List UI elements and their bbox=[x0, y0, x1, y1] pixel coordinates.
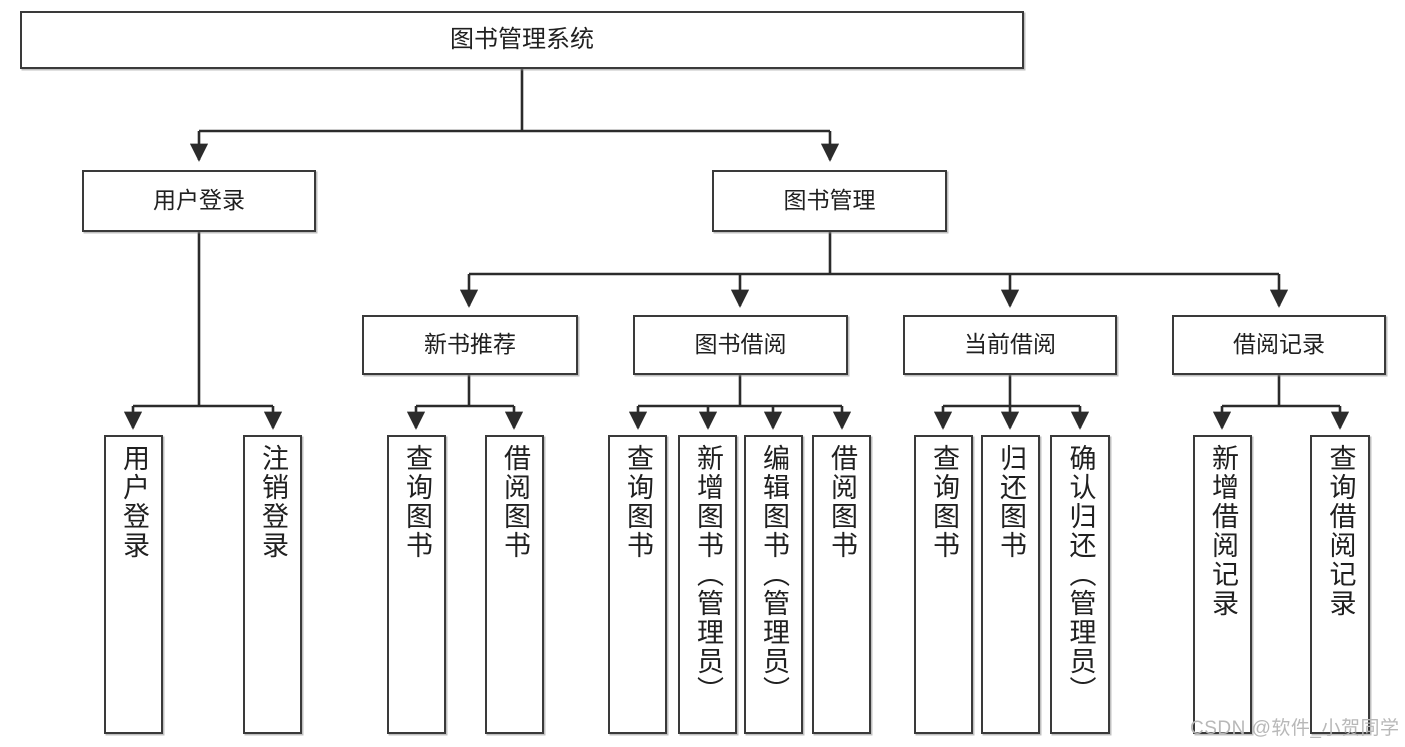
node-leaf-query-book-1-label: 查询图书 bbox=[402, 444, 432, 560]
node-leaf-borrow-book-1-label: 借阅图书 bbox=[500, 444, 530, 560]
node-root-label: 图书管理系统 bbox=[450, 25, 594, 53]
node-leaf-user-login[interactable]: 用户登录 bbox=[104, 435, 163, 734]
node-leaf-add-record[interactable]: 新增借阅记录 bbox=[1193, 435, 1252, 734]
node-leaf-borrow-book-2[interactable]: 借阅图书 bbox=[812, 435, 871, 734]
node-new-book-recommend[interactable]: 新书推荐 bbox=[362, 315, 578, 375]
node-root[interactable]: 图书管理系统 bbox=[20, 11, 1024, 69]
node-current-borrow[interactable]: 当前借阅 bbox=[903, 315, 1117, 375]
node-leaf-query-book-3-label: 查询图书 bbox=[929, 444, 959, 560]
node-leaf-borrow-book-1[interactable]: 借阅图书 bbox=[485, 435, 544, 734]
node-borrow-record[interactable]: 借阅记录 bbox=[1172, 315, 1386, 375]
node-leaf-query-record[interactable]: 查询借阅记录 bbox=[1310, 435, 1370, 734]
node-leaf-user-login-label: 用户登录 bbox=[119, 444, 149, 560]
node-leaf-edit-book[interactable]: 编辑图书（管理员） bbox=[744, 435, 803, 734]
node-current-borrow-label: 当前借阅 bbox=[964, 331, 1056, 358]
node-leaf-query-book-3[interactable]: 查询图书 bbox=[914, 435, 973, 734]
node-leaf-add-record-label: 新增借阅记录 bbox=[1208, 444, 1238, 618]
node-leaf-add-book-label: 新增图书（管理员） bbox=[693, 444, 723, 705]
node-leaf-query-book-1[interactable]: 查询图书 bbox=[387, 435, 446, 734]
node-leaf-user-logout-label: 注销登录 bbox=[258, 444, 288, 560]
node-new-book-recommend-label: 新书推荐 bbox=[424, 331, 516, 358]
node-book-manage[interactable]: 图书管理 bbox=[712, 170, 947, 232]
node-book-manage-label: 图书管理 bbox=[783, 187, 876, 214]
node-leaf-query-book-2-label: 查询图书 bbox=[623, 444, 653, 560]
node-user-login[interactable]: 用户登录 bbox=[82, 170, 316, 232]
node-leaf-return-book[interactable]: 归还图书 bbox=[981, 435, 1040, 734]
node-leaf-query-record-label: 查询借阅记录 bbox=[1325, 444, 1356, 618]
node-borrow-record-label: 借阅记录 bbox=[1233, 331, 1325, 358]
node-leaf-return-book-label: 归还图书 bbox=[996, 444, 1026, 560]
node-leaf-confirm-return[interactable]: 确认归还（管理员） bbox=[1050, 435, 1110, 734]
node-book-borrow-label: 图书借阅 bbox=[694, 331, 787, 358]
node-leaf-add-book[interactable]: 新增图书（管理员） bbox=[678, 435, 737, 734]
node-book-borrow[interactable]: 图书借阅 bbox=[633, 315, 848, 375]
node-leaf-borrow-book-2-label: 借阅图书 bbox=[827, 444, 857, 560]
node-leaf-confirm-return-label: 确认归还（管理员） bbox=[1065, 444, 1096, 705]
node-user-login-label: 用户登录 bbox=[153, 187, 245, 214]
node-leaf-query-book-2[interactable]: 查询图书 bbox=[608, 435, 667, 734]
node-leaf-user-logout[interactable]: 注销登录 bbox=[243, 435, 302, 734]
node-leaf-edit-book-label: 编辑图书（管理员） bbox=[759, 444, 789, 705]
